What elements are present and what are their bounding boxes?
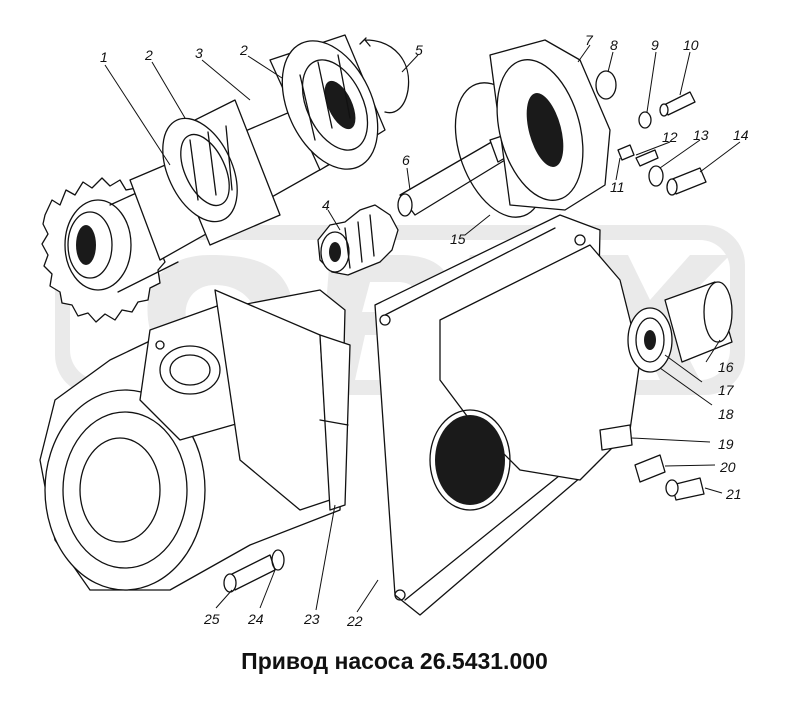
callout-2: 2 — [144, 47, 153, 63]
leader-lines — [104, 44, 741, 613]
callout-7: 7 — [585, 32, 594, 48]
fastener-set-top — [617, 91, 707, 196]
callout-12: 12 — [662, 129, 678, 145]
callout-19: 19 — [718, 436, 734, 452]
callout-15: 15 — [450, 231, 466, 247]
callout-8: 8 — [610, 37, 618, 53]
pump-housing — [374, 214, 641, 616]
callout-1: 1 — [100, 49, 108, 65]
idler-gear — [317, 204, 399, 276]
callout-3: 3 — [195, 45, 203, 61]
drive-gear — [41, 177, 179, 323]
callout-6: 6 — [402, 152, 410, 168]
retaining-ring — [359, 37, 410, 114]
callout-10: 10 — [683, 37, 699, 53]
pump-body — [39, 289, 351, 593]
callout-23: 23 — [303, 611, 320, 627]
callout-25: 25 — [203, 611, 220, 627]
diagram-caption: Привод насоса 26.5431.000 — [241, 648, 548, 674]
shaft-bearing-assembly — [129, 34, 386, 261]
fastener-set-right — [599, 424, 705, 501]
shaft-sleeve — [627, 281, 733, 373]
pump-shaft — [397, 134, 511, 217]
callout-17: 17 — [718, 382, 735, 398]
callout-21: 21 — [725, 486, 742, 502]
o-ring — [595, 70, 617, 100]
callout-14: 14 — [733, 127, 749, 143]
callout-11: 11 — [610, 179, 625, 195]
callout-2b: 2 — [239, 42, 248, 58]
callout-16: 16 — [718, 359, 734, 375]
callout-5: 5 — [415, 42, 423, 58]
callout-13: 13 — [693, 127, 709, 143]
callout-22: 22 — [346, 613, 363, 629]
bearing-cover — [489, 39, 611, 211]
callout-18: 18 — [718, 406, 734, 422]
callout-4: 4 — [322, 197, 330, 213]
callout-9: 9 — [651, 37, 659, 53]
callout-20: 20 — [719, 459, 736, 475]
callout-labels: 1 2 3 2 4 5 6 7 8 9 10 11 12 13 14 15 16… — [100, 32, 749, 629]
callout-24: 24 — [247, 611, 264, 627]
